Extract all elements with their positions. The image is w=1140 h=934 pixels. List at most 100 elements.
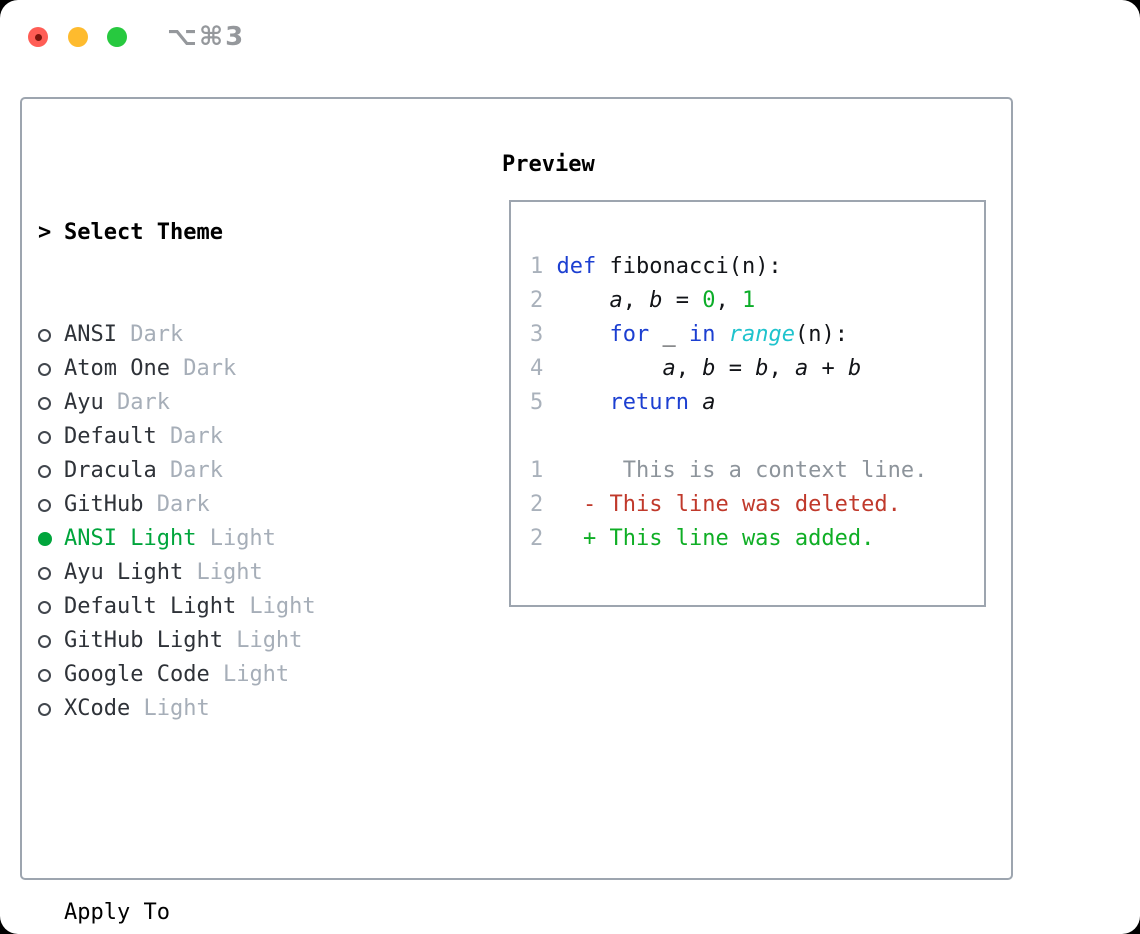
radio-unselected-icon bbox=[38, 600, 51, 614]
code-line: 1 def fibonacci(n): bbox=[530, 250, 984, 284]
code-token-num: 1 bbox=[741, 288, 756, 313]
code-token-plain bbox=[715, 322, 728, 347]
theme-variant-tag: Light bbox=[222, 628, 303, 653]
code-token-num: 0 bbox=[702, 288, 716, 313]
theme-variant-tag: Dark bbox=[156, 424, 223, 449]
apply-to-title: Apply To bbox=[64, 900, 170, 925]
code-token-plain: _ bbox=[649, 322, 689, 347]
radio-unselected-icon bbox=[38, 566, 51, 580]
line-number: 2 bbox=[530, 526, 544, 551]
radio-selected-icon bbox=[38, 532, 52, 546]
line-number: 4 bbox=[530, 356, 544, 381]
code-token-var: b bbox=[649, 288, 663, 313]
theme-item-github-light[interactable]: GitHub Light Light bbox=[38, 624, 409, 658]
line-number: 1 bbox=[530, 458, 544, 483]
radio-unselected-icon bbox=[38, 362, 51, 376]
theme-item-label: Default bbox=[64, 424, 157, 449]
code-token-plain: , bbox=[768, 356, 795, 381]
spacer-row bbox=[38, 794, 409, 828]
titlebar: ⌥⌘3 bbox=[0, 0, 1140, 70]
code-token-plain bbox=[543, 288, 609, 313]
radio-unselected-icon bbox=[38, 430, 51, 444]
theme-variant-tag: Dark bbox=[156, 458, 223, 483]
code-token-kw: for bbox=[609, 322, 650, 347]
code-line bbox=[530, 420, 984, 454]
code-token-plain: , bbox=[715, 288, 742, 313]
line-number: 1 bbox=[530, 254, 544, 279]
radio-unselected-icon bbox=[38, 328, 51, 342]
code-line: 5 return a bbox=[530, 386, 984, 420]
code-token-plain: , bbox=[622, 288, 650, 313]
theme-item-default[interactable]: Default Dark bbox=[38, 420, 409, 454]
window-title: ⌥⌘3 bbox=[167, 22, 246, 52]
radio-unselected-icon bbox=[38, 702, 51, 716]
code-line: 2 - This line was deleted. bbox=[530, 488, 984, 522]
theme-item-label: GitHub bbox=[64, 492, 144, 517]
theme-item-default-light[interactable]: Default Light Light bbox=[38, 590, 409, 624]
code-token-plain: (n): bbox=[794, 322, 848, 347]
code-line: 2 + This line was added. bbox=[530, 522, 984, 556]
theme-item-label: XCode bbox=[64, 696, 131, 721]
code-token-plain bbox=[543, 254, 556, 279]
code-token-ctx: This is a context line. bbox=[543, 458, 928, 483]
theme-item-label: ANSI bbox=[64, 322, 117, 347]
radio-unselected-icon bbox=[38, 668, 51, 682]
code-token-var: b bbox=[847, 356, 862, 381]
radio-unselected-icon bbox=[38, 396, 51, 410]
code-line: 4 a, b = b, a + b bbox=[530, 352, 984, 386]
code-line: 1 This is a context line. bbox=[530, 454, 984, 488]
theme-item-ayu-light[interactable]: Ayu Light Light bbox=[38, 556, 409, 590]
theme-item-xcode[interactable]: XCode Light bbox=[38, 692, 409, 726]
theme-item-ansi[interactable]: ANSI Dark bbox=[38, 318, 409, 352]
code-token-var: a bbox=[662, 356, 676, 381]
code-line: 2 a, b = 0, 1 bbox=[530, 284, 984, 318]
code-token-plain: , bbox=[675, 356, 703, 381]
zoom-button[interactable] bbox=[107, 27, 127, 47]
code-token-plain: + bbox=[808, 356, 848, 381]
theme-item-atom-one[interactable]: Atom One Dark bbox=[38, 352, 409, 386]
line-number: 5 bbox=[530, 390, 544, 415]
code-line: 3 for _ in range(n): bbox=[530, 318, 984, 352]
theme-item-label: Ayu bbox=[64, 390, 104, 415]
code-token-plain bbox=[543, 390, 609, 415]
code-token-plain bbox=[543, 526, 583, 551]
theme-item-label: ANSI Light bbox=[64, 526, 197, 551]
code-token-add: + This line was added. bbox=[583, 526, 875, 551]
preview-title: Preview bbox=[502, 152, 595, 177]
theme-variant-tag: Light bbox=[209, 662, 290, 687]
code-token-plain: = bbox=[715, 356, 756, 381]
theme-item-label: GitHub Light bbox=[64, 628, 223, 653]
close-button[interactable] bbox=[28, 27, 48, 47]
code-token-var: b bbox=[755, 356, 769, 381]
code-token-plain bbox=[543, 322, 609, 347]
code-token-kw: def bbox=[556, 254, 597, 279]
theme-variant-tag: Light bbox=[130, 696, 210, 721]
theme-variant-tag: Light bbox=[196, 526, 276, 551]
theme-variant-tag: Dark bbox=[169, 356, 237, 381]
code-token-kw: in bbox=[688, 322, 716, 347]
radio-unselected-icon bbox=[38, 498, 51, 512]
theme-item-dracula[interactable]: Dracula Dark bbox=[38, 454, 409, 488]
minimize-button[interactable] bbox=[68, 27, 88, 47]
code-token-var: a bbox=[702, 390, 716, 415]
theme-variant-tag: Dark bbox=[116, 322, 184, 347]
code-token-var: a bbox=[794, 356, 809, 381]
theme-item-github[interactable]: GitHub Dark bbox=[38, 488, 409, 522]
code-token-plain: fibonacci(n): bbox=[596, 254, 782, 279]
code-token-plain bbox=[543, 356, 662, 381]
theme-variant-tag: Dark bbox=[103, 390, 170, 415]
code-token-plain: = bbox=[662, 288, 703, 313]
theme-item-google-code[interactable]: Google Code Light bbox=[38, 658, 409, 692]
code-token-var: b bbox=[702, 356, 716, 381]
line-number: 3 bbox=[530, 322, 544, 347]
theme-item-label: Ayu Light bbox=[64, 560, 184, 585]
line-number: 2 bbox=[530, 492, 544, 517]
theme-item-ayu[interactable]: Ayu Dark bbox=[38, 386, 409, 420]
theme-item-label: Default Light bbox=[64, 594, 237, 619]
theme-item-ansi-light[interactable]: ANSI Light Light bbox=[38, 522, 409, 556]
code-token-plain bbox=[543, 492, 583, 517]
